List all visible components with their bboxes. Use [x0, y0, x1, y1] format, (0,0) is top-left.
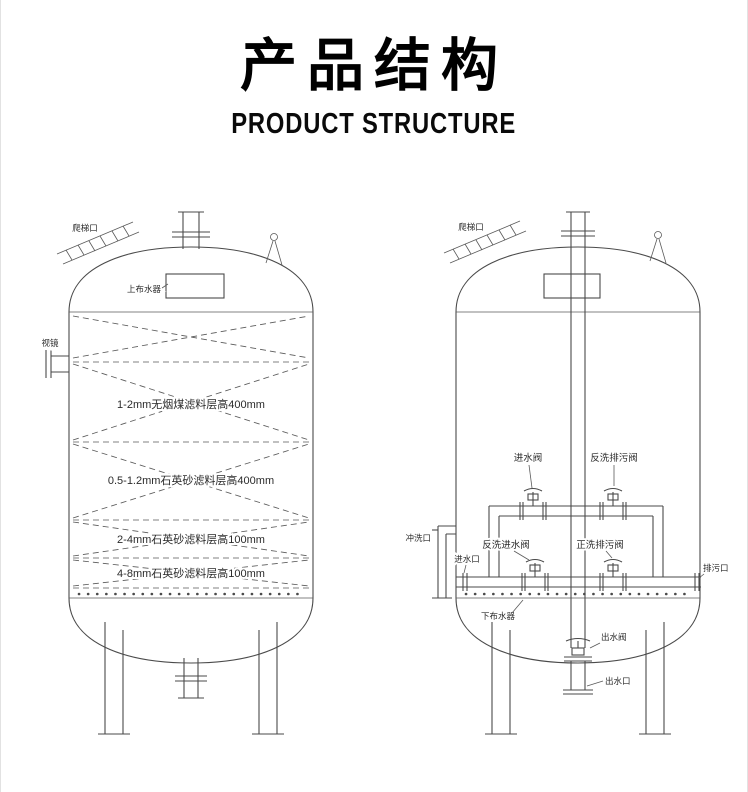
media-layer-lines — [72, 315, 310, 589]
flush-pipe — [432, 525, 456, 599]
upper-distributor — [543, 273, 601, 299]
header: 产品结构 PRODUCT STRUCTURE — [1, 20, 747, 141]
backwash-drain-valve-symbol — [599, 487, 627, 520]
media-layer-label-1: 1-2mm无烟煤滤料层高400mm — [117, 397, 265, 411]
media-layer-label-3: 2-4mm石英砂滤料层高100mm — [117, 532, 265, 546]
lifting-lug-icon — [649, 231, 667, 264]
lower-distributor-label: 下布水器 — [481, 611, 516, 621]
inlet-valve-symbol — [519, 487, 547, 520]
product-structure-diagram: 爬梯口 上布水器 视镜 — [1, 190, 747, 792]
inlet-port-label: 进水口 — [454, 554, 480, 564]
lifting-lug-icon — [265, 233, 283, 266]
media-layer-label-4: 4-8mm石英砂滤料层高100mm — [117, 566, 265, 580]
upper-distributor-label: 上布水器 — [127, 284, 162, 294]
backwash-drain-valve-label: 反洗排污阀 — [590, 452, 638, 464]
outlet-valve-label: 出水阀 — [601, 632, 627, 642]
upper-distributor — [165, 273, 225, 299]
rinse-drain-valve-label: 正洗排污阀 — [576, 539, 624, 551]
ladder-port-label: 爬梯口 — [458, 222, 484, 232]
outlet-port-label: 出水口 — [605, 676, 631, 686]
left-tank: 爬梯口 上布水器 视镜 — [39, 211, 314, 735]
right-tank: 爬梯口 — [403, 211, 731, 735]
tank-shell — [68, 246, 314, 664]
drain-port-label: 排污口 — [703, 563, 729, 573]
top-nozzle-flange — [172, 211, 210, 249]
tank-shell — [455, 246, 701, 664]
piping-manifold — [456, 505, 701, 591]
tank-legs — [485, 622, 671, 735]
outlet-valve-symbol — [564, 637, 592, 662]
tank-legs — [98, 622, 284, 735]
page-title: 产品结构 — [240, 34, 508, 98]
ladder — [56, 221, 140, 265]
rinse-drain-valve-symbol — [599, 558, 627, 591]
flush-port-label: 冲洗口 — [405, 533, 431, 543]
ladder-port-label: 爬梯口 — [72, 223, 98, 233]
page-subtitle: PRODUCT STRUCTURE — [231, 108, 517, 140]
backwash-inlet-valve-symbol — [521, 558, 549, 591]
sight-glass-nozzle — [45, 350, 69, 378]
backwash-inlet-valve-label: 反洗进水阀 — [482, 539, 530, 551]
media-layer-label-2: 0.5-1.2mm石英砂滤料层高400mm — [108, 473, 274, 487]
sight-glass-label: 视镜 — [41, 338, 59, 348]
central-riser-pipe — [561, 211, 595, 648]
bottom-nozzle — [175, 658, 207, 699]
inlet-valve-label: 进水阀 — [514, 452, 543, 464]
ladder — [443, 220, 527, 264]
bottom-outlet-pipe — [563, 661, 593, 695]
